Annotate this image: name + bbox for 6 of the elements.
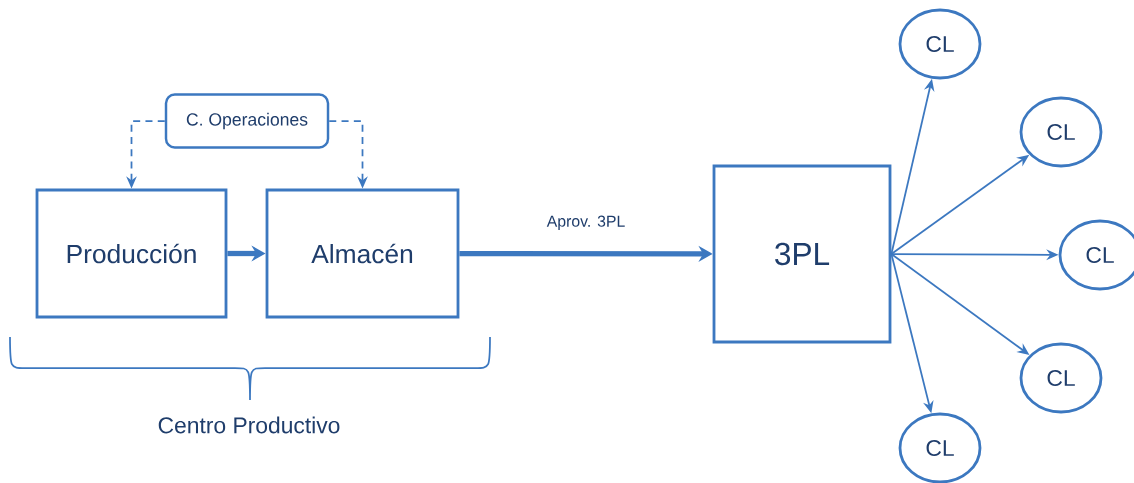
process-box: Producción xyxy=(35,188,228,319)
process-box: 3PL xyxy=(712,164,892,344)
brace-label: Centro Productivo xyxy=(158,416,340,434)
process-box: Almacén xyxy=(265,188,460,319)
edge-label: Aprov. 3PL xyxy=(546,215,625,230)
process-box: C. Operaciones xyxy=(164,93,330,149)
